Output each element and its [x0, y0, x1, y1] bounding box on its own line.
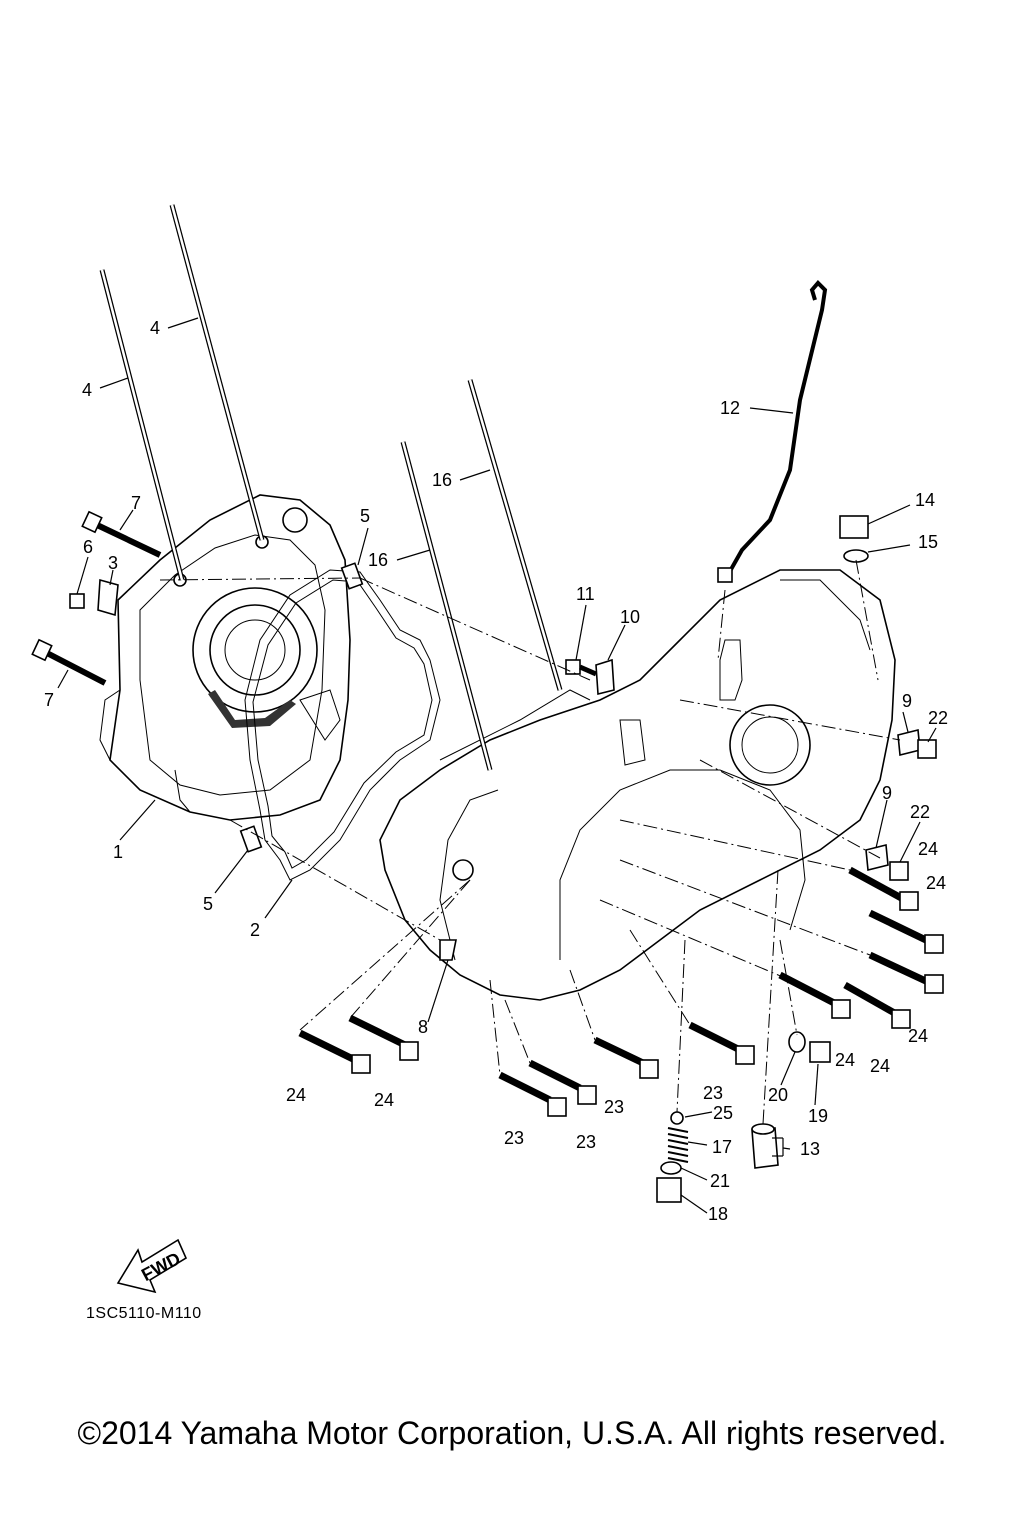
callout-22a: 22 — [928, 708, 948, 728]
callout-1: 1 — [113, 842, 123, 862]
callout-21: 21 — [710, 1171, 730, 1191]
callout-23c: 23 — [504, 1128, 524, 1148]
callout-4b: 4 — [82, 380, 92, 400]
callout-7b: 7 — [44, 690, 54, 710]
callout-19: 19 — [808, 1106, 828, 1126]
right-crankcase-half — [379, 569, 896, 1001]
cylinder-studs — [99, 204, 563, 771]
callout-24g: 24 — [374, 1090, 394, 1110]
callout-24c: 24 — [908, 1026, 928, 1046]
callout-3: 3 — [108, 553, 118, 573]
copyright-notice: ©2014 Yamaha Motor Corporation, U.S.A. A… — [77, 1415, 947, 1451]
callout-22b: 22 — [910, 802, 930, 822]
alignment-lines — [159, 559, 901, 1125]
callout-25: 25 — [713, 1103, 733, 1123]
callout-4a: 4 — [150, 318, 160, 338]
callout-5a: 5 — [360, 506, 370, 526]
crankcase-gasket — [244, 569, 441, 881]
diagram-code: 1SC5110-M110 — [86, 1305, 202, 1322]
callout-24f: 24 — [286, 1085, 306, 1105]
callout-9b: 9 — [882, 783, 892, 803]
callouts: 1 2 3 4 4 5 5 6 7 7 8 9 9 10 11 12 13 14… — [44, 318, 948, 1224]
callout-8: 8 — [418, 1017, 428, 1037]
bolts — [31, 510, 944, 1203]
callout-11: 11 — [576, 584, 595, 604]
fwd-arrow: FWD — [116, 1238, 188, 1294]
callout-23d: 23 — [576, 1132, 596, 1152]
callout-24e: 24 — [870, 1056, 890, 1076]
callout-16b: 16 — [368, 550, 388, 570]
callout-5b: 5 — [203, 894, 213, 914]
callout-16a: 16 — [432, 470, 452, 490]
callout-24b: 24 — [926, 873, 946, 893]
callout-24a: 24 — [918, 839, 938, 859]
left-crankcase-half — [99, 494, 351, 821]
callout-18: 18 — [708, 1204, 728, 1224]
callout-7a: 7 — [131, 493, 141, 513]
callout-6: 6 — [83, 537, 93, 557]
callout-23a: 23 — [703, 1083, 723, 1103]
callout-9a: 9 — [902, 691, 912, 711]
callout-10: 10 — [620, 607, 640, 627]
callout-17: 17 — [712, 1137, 732, 1157]
callout-14: 14 — [915, 490, 935, 510]
callout-15: 15 — [918, 532, 938, 552]
callout-20: 20 — [768, 1085, 788, 1105]
oil-dipstick — [717, 280, 828, 583]
callout-2: 2 — [250, 920, 260, 940]
callout-23b: 23 — [604, 1097, 624, 1117]
callout-24d: 24 — [835, 1050, 855, 1070]
leader-lines — [57, 317, 937, 1214]
callout-13: 13 — [800, 1139, 820, 1159]
callout-12: 12 — [720, 398, 740, 418]
